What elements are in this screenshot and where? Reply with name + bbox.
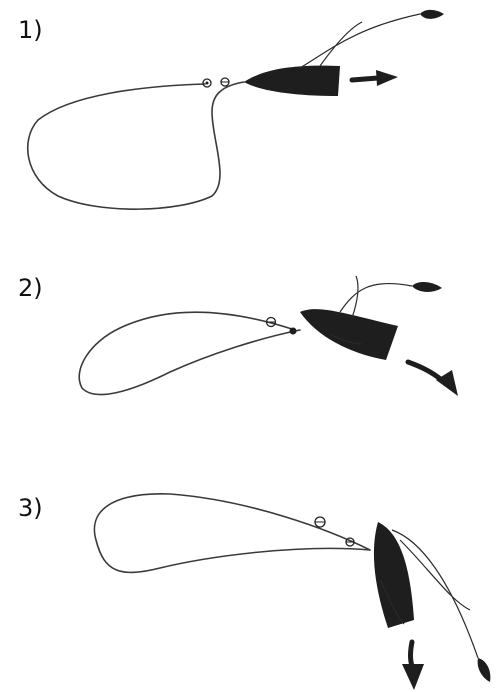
step-3-panel: 3) — [0, 460, 496, 692]
step-1-panel: 1) — [0, 0, 496, 230]
knot-marker — [221, 78, 229, 86]
step-3-illustration — [0, 460, 496, 692]
knot-marker — [203, 79, 211, 87]
step-1-illustration — [0, 0, 496, 230]
step-2-illustration — [0, 230, 496, 460]
bow-line — [320, 22, 362, 66]
direction-arrow — [352, 70, 398, 86]
boat-shape — [300, 309, 398, 360]
knot-marker — [315, 517, 325, 527]
fender-shape — [412, 282, 442, 292]
bow-line — [300, 14, 420, 68]
knot-marker — [346, 538, 354, 546]
loop-line — [94, 494, 370, 573]
knot-marker — [267, 318, 276, 327]
fender-shape — [478, 658, 491, 682]
fender-shape — [420, 10, 444, 19]
bow-line — [340, 284, 412, 312]
step-2-panel: 2) — [0, 230, 496, 460]
direction-arrow — [408, 362, 458, 396]
knot-marker — [290, 328, 297, 335]
direction-arrow — [402, 642, 424, 690]
boat-shape — [244, 66, 340, 96]
loop-line — [28, 82, 244, 209]
